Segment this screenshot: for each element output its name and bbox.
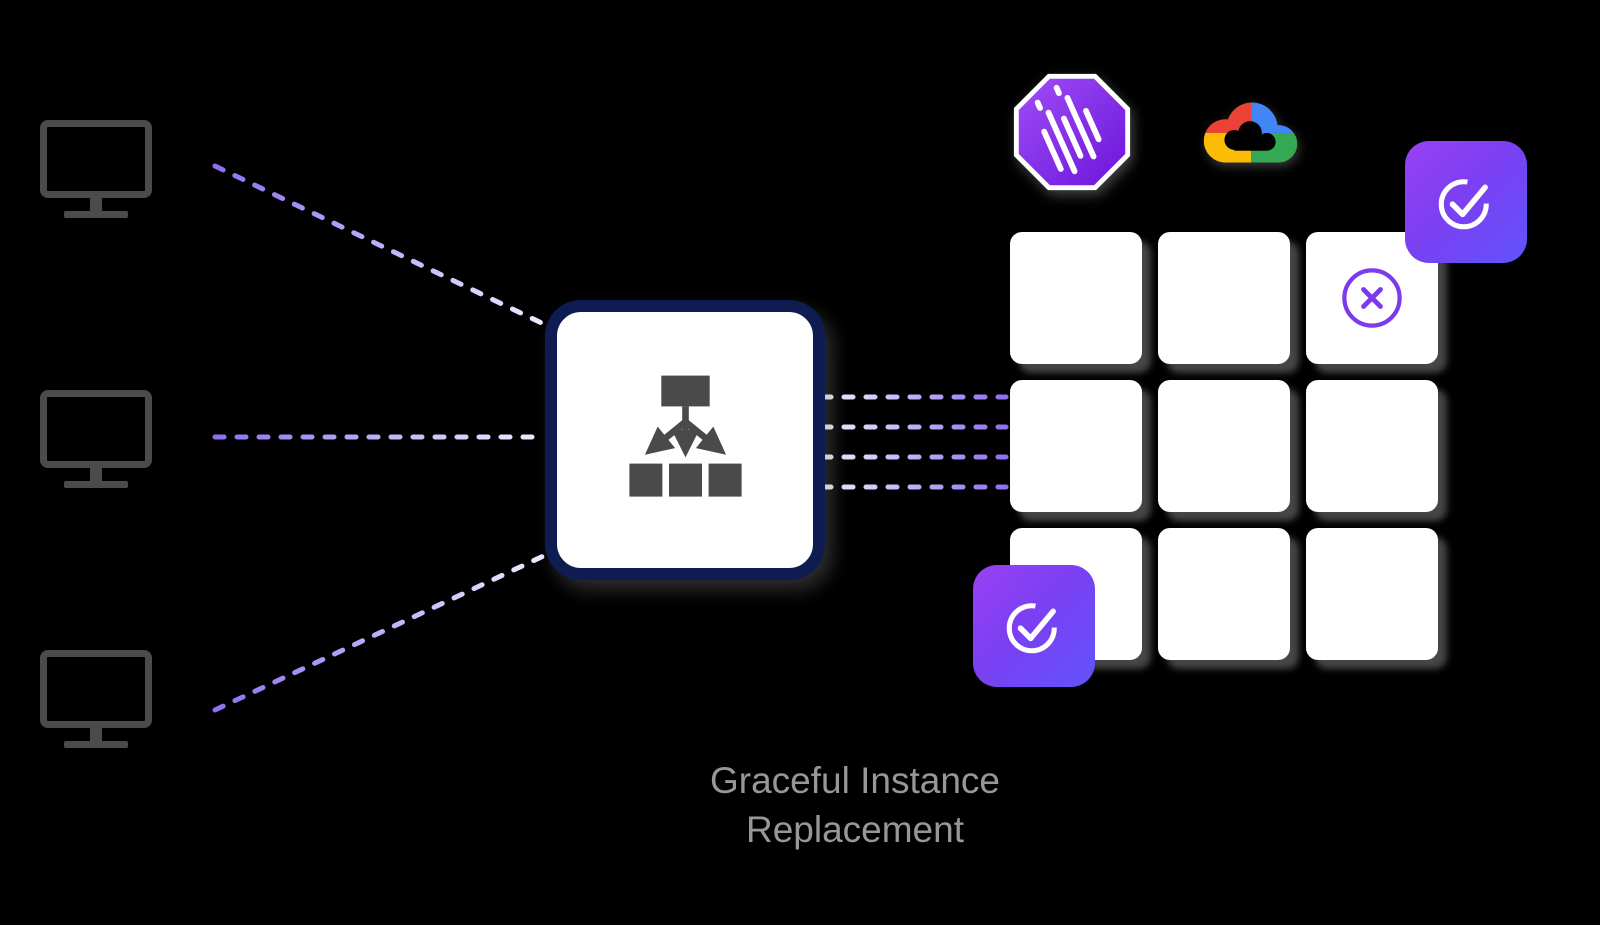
desktop-monitor-icon xyxy=(40,650,152,728)
instance-cell xyxy=(1158,528,1290,660)
client-monitor-2 xyxy=(40,390,152,488)
platform-logo xyxy=(1004,64,1140,205)
dashed-connector xyxy=(212,163,555,331)
caption-line-1: Graceful Instance xyxy=(710,760,1000,801)
check-circle-icon xyxy=(1006,603,1057,654)
load-balancer-box xyxy=(545,300,825,580)
client-monitor-3 xyxy=(40,650,152,748)
check-badge-bottom xyxy=(973,565,1095,687)
client-monitor-1 xyxy=(40,120,152,218)
google-cloud-logo xyxy=(1188,84,1316,185)
check-circle-icon xyxy=(1438,179,1489,230)
monitor-stand xyxy=(90,468,102,481)
octagon-meteor-logo-icon xyxy=(1013,73,1131,191)
desktop-monitor-icon xyxy=(40,120,152,198)
instance-cell xyxy=(1158,380,1290,512)
monitor-stand xyxy=(90,728,102,741)
monitor-base xyxy=(64,211,128,218)
monitor-base xyxy=(64,481,128,488)
x-circle-icon xyxy=(1342,268,1402,328)
caption-line-2: Replacement xyxy=(745,809,964,850)
load-balancer-icon xyxy=(628,375,742,497)
check-badge-top xyxy=(1405,141,1527,263)
instance-cell xyxy=(1158,232,1290,364)
monitor-base xyxy=(64,741,128,748)
instance-cell xyxy=(1010,232,1142,364)
caption: Graceful Instance Replacement xyxy=(555,756,1155,854)
instance-cell xyxy=(1010,380,1142,512)
monitor-stand xyxy=(90,198,102,211)
instance-cell xyxy=(1306,380,1438,512)
dashed-connector xyxy=(212,549,555,713)
desktop-monitor-icon xyxy=(40,390,152,468)
instance-cell xyxy=(1306,528,1438,660)
google-cloud-icon xyxy=(1203,102,1298,163)
